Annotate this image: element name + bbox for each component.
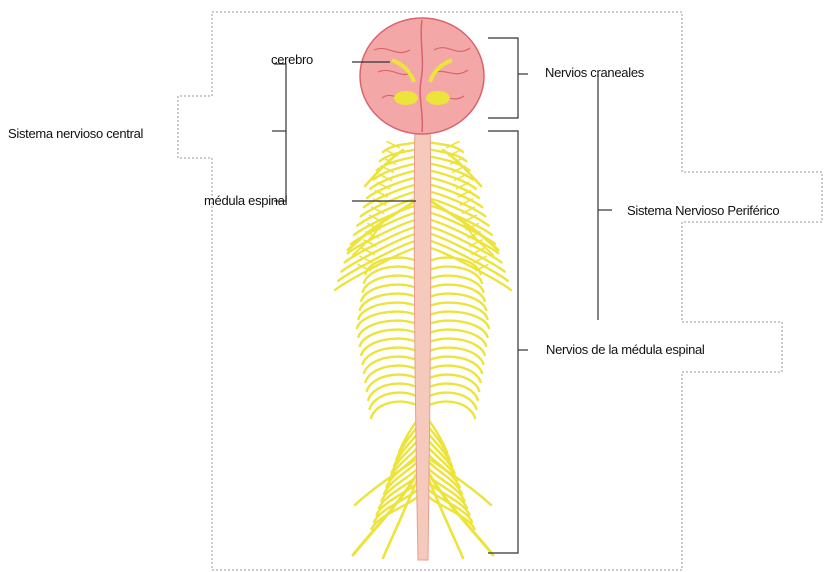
cns-label: Sistema nervioso central xyxy=(8,126,143,141)
nerve-branch xyxy=(372,207,384,213)
cranial-nerves-label: Nervios craneales xyxy=(545,65,644,80)
nerve-branch xyxy=(427,312,489,328)
nerve-branch xyxy=(427,402,475,418)
nerve-branch xyxy=(358,321,419,337)
nerve-branch xyxy=(370,215,382,221)
nerve-branch xyxy=(341,233,419,272)
brain-label: cerebro xyxy=(271,52,313,67)
spinal-cord xyxy=(414,118,431,560)
nerve-branch xyxy=(374,199,386,205)
spinal-nerves-label: Nervios de la médula espinal xyxy=(546,342,705,357)
nerve-branch xyxy=(367,177,419,198)
nerve-branch xyxy=(460,199,472,205)
nerve-branch xyxy=(371,402,419,418)
spinal-cord-label: médula espinal xyxy=(204,193,287,208)
brain xyxy=(360,18,484,134)
nerve-branch xyxy=(427,233,505,272)
nerve-branch xyxy=(462,207,474,213)
nerve-branch xyxy=(427,177,479,198)
nerve-branch xyxy=(427,321,488,337)
nerve-branch xyxy=(464,215,476,221)
panel-outline xyxy=(178,12,822,570)
nerve-branch xyxy=(357,312,419,328)
pns-label: Sistema Nervioso Periférico xyxy=(627,203,779,218)
